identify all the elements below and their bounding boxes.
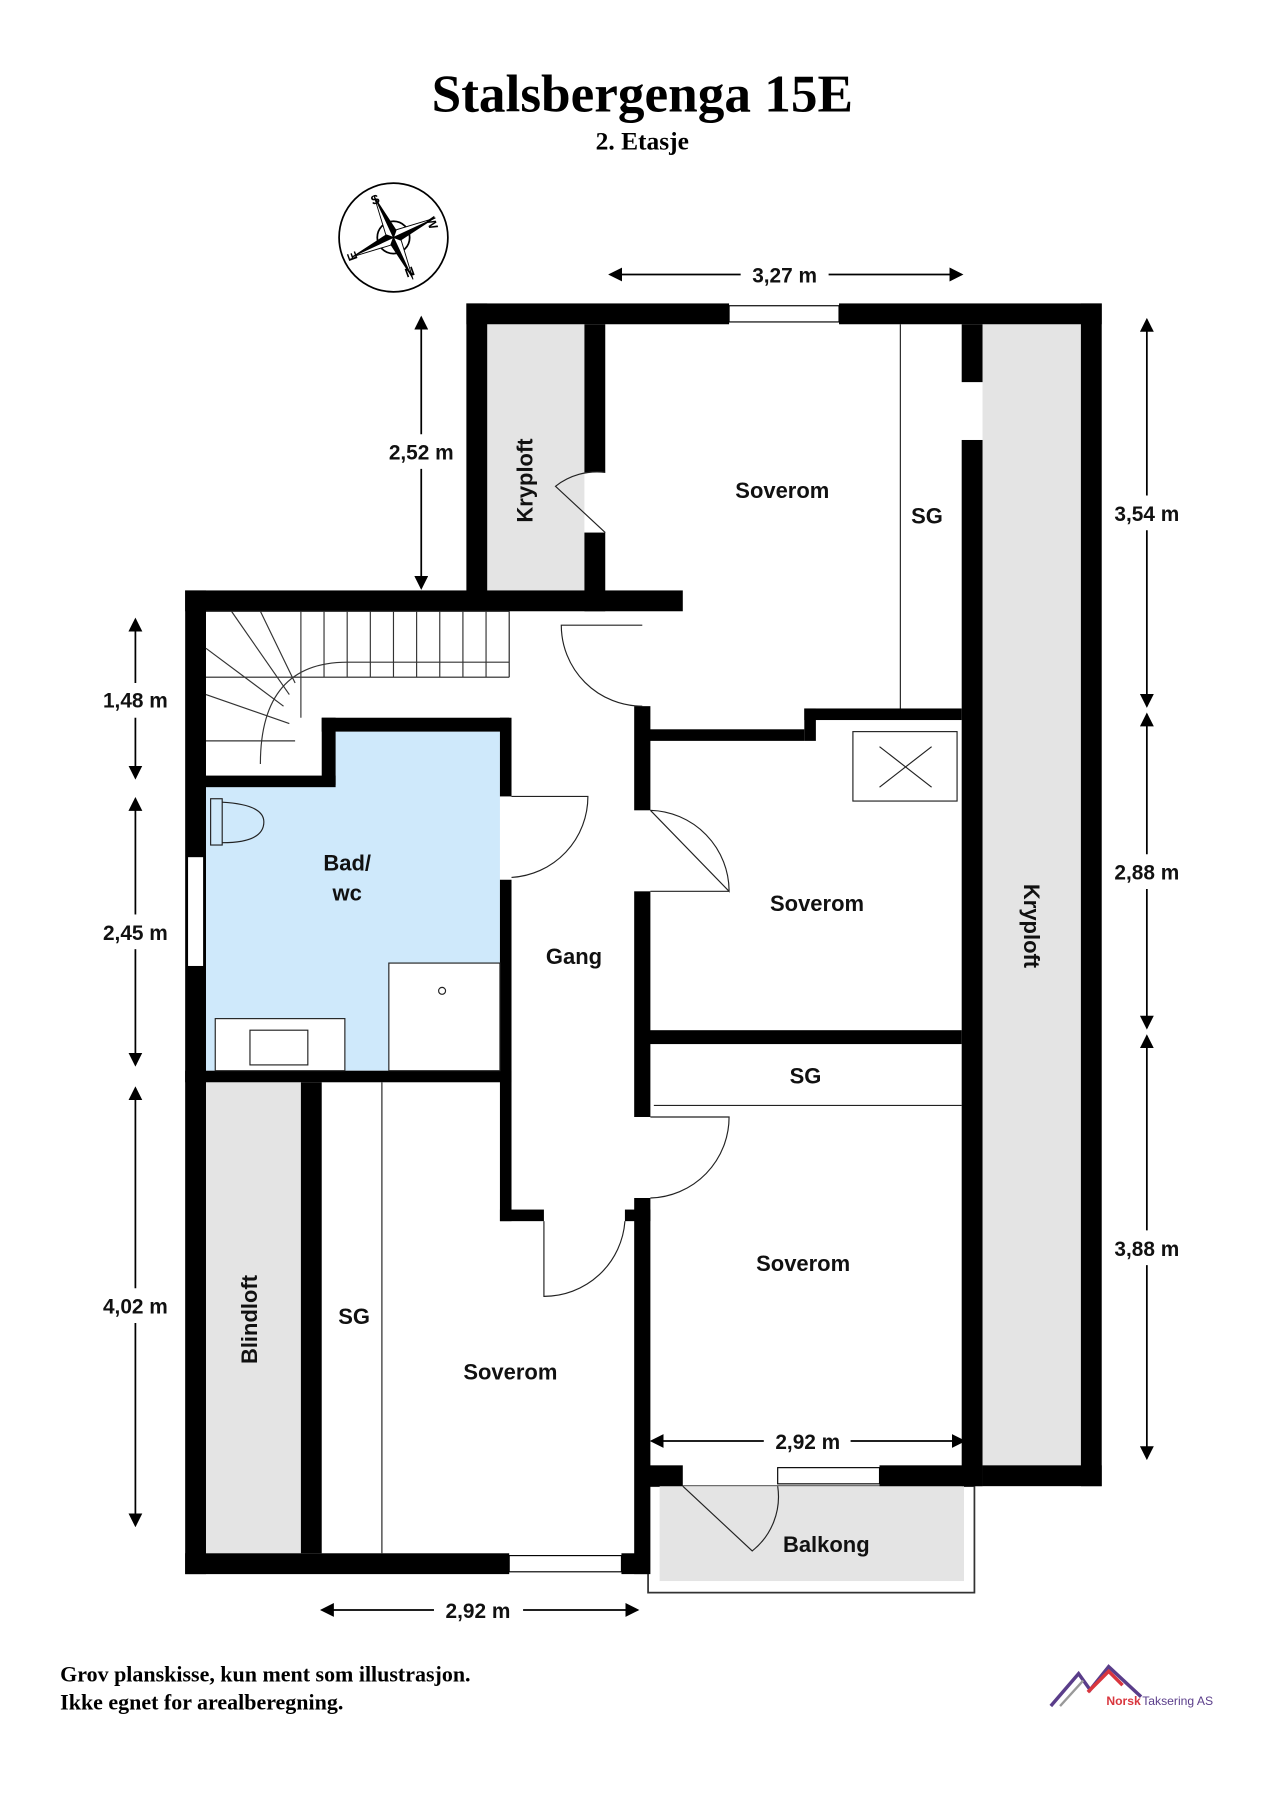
logo-word-1: Norsk <box>1106 1694 1141 1708</box>
disclaimer-line-1: Grov planskisse, kun ment som illustrasj… <box>60 1662 470 1687</box>
logo-word-2: Taksering AS <box>1142 1694 1213 1708</box>
disclaimer-line-2: Ikke egnet for arealberegning. <box>60 1690 343 1715</box>
blindloft-area <box>205 1082 301 1554</box>
dim-right-1: 3,54 m <box>1114 503 1179 526</box>
room-label-bad-2: wc <box>332 881 362 906</box>
compass-label-w: W <box>423 215 441 231</box>
dim-left-1: 1,48 m <box>103 689 168 712</box>
room-label-kryploft-top: Kryploft <box>512 438 537 523</box>
dim-top-left: 2,52 m <box>389 442 454 465</box>
dim-right-2: 2,88 m <box>1114 862 1179 885</box>
room-label-sg-top: SG <box>911 503 943 528</box>
fixtures <box>205 324 962 1554</box>
page-title: Stalsbergenga 15E <box>432 64 853 123</box>
room-label-soverom-top: Soverom <box>735 478 829 503</box>
room-label-soverom-lower-left: Soverom <box>463 1360 557 1385</box>
dimension-lines <box>128 267 1154 1617</box>
room-label-blindloft: Blindloft <box>237 1274 262 1364</box>
dim-left-3: 4,02 m <box>103 1296 168 1319</box>
room-label-sg-mid: SG <box>790 1063 822 1088</box>
dim-right-3: 3,88 m <box>1114 1238 1179 1261</box>
room-label-soverom-mid: Soverom <box>770 891 864 916</box>
balkong-area <box>659 1486 965 1582</box>
dim-inner-bottom: 2,92 m <box>775 1431 840 1454</box>
compass-icon: S W N E <box>338 182 449 293</box>
room-label-soverom-lower-right: Soverom <box>756 1251 850 1276</box>
dim-left-2: 2,45 m <box>103 922 168 945</box>
room-label-gang: Gang <box>546 944 602 969</box>
dim-bottom: 2,92 m <box>446 1600 511 1623</box>
kryploft-right-area <box>982 324 1081 1466</box>
room-label-sg-left: SG <box>338 1304 370 1329</box>
room-label-balkong: Balkong <box>783 1532 870 1557</box>
walls <box>185 303 1102 1575</box>
norsk-taksering-logo: Norsk Taksering AS <box>1049 1664 1213 1708</box>
floor-subtitle: 2. Etasje <box>596 127 689 156</box>
room-label-kryploft-right: Kryploft <box>1019 884 1044 969</box>
kryploft-top-area <box>487 324 585 591</box>
dim-top: 3,27 m <box>752 265 817 288</box>
room-label-bad-1: Bad/ <box>323 850 371 875</box>
